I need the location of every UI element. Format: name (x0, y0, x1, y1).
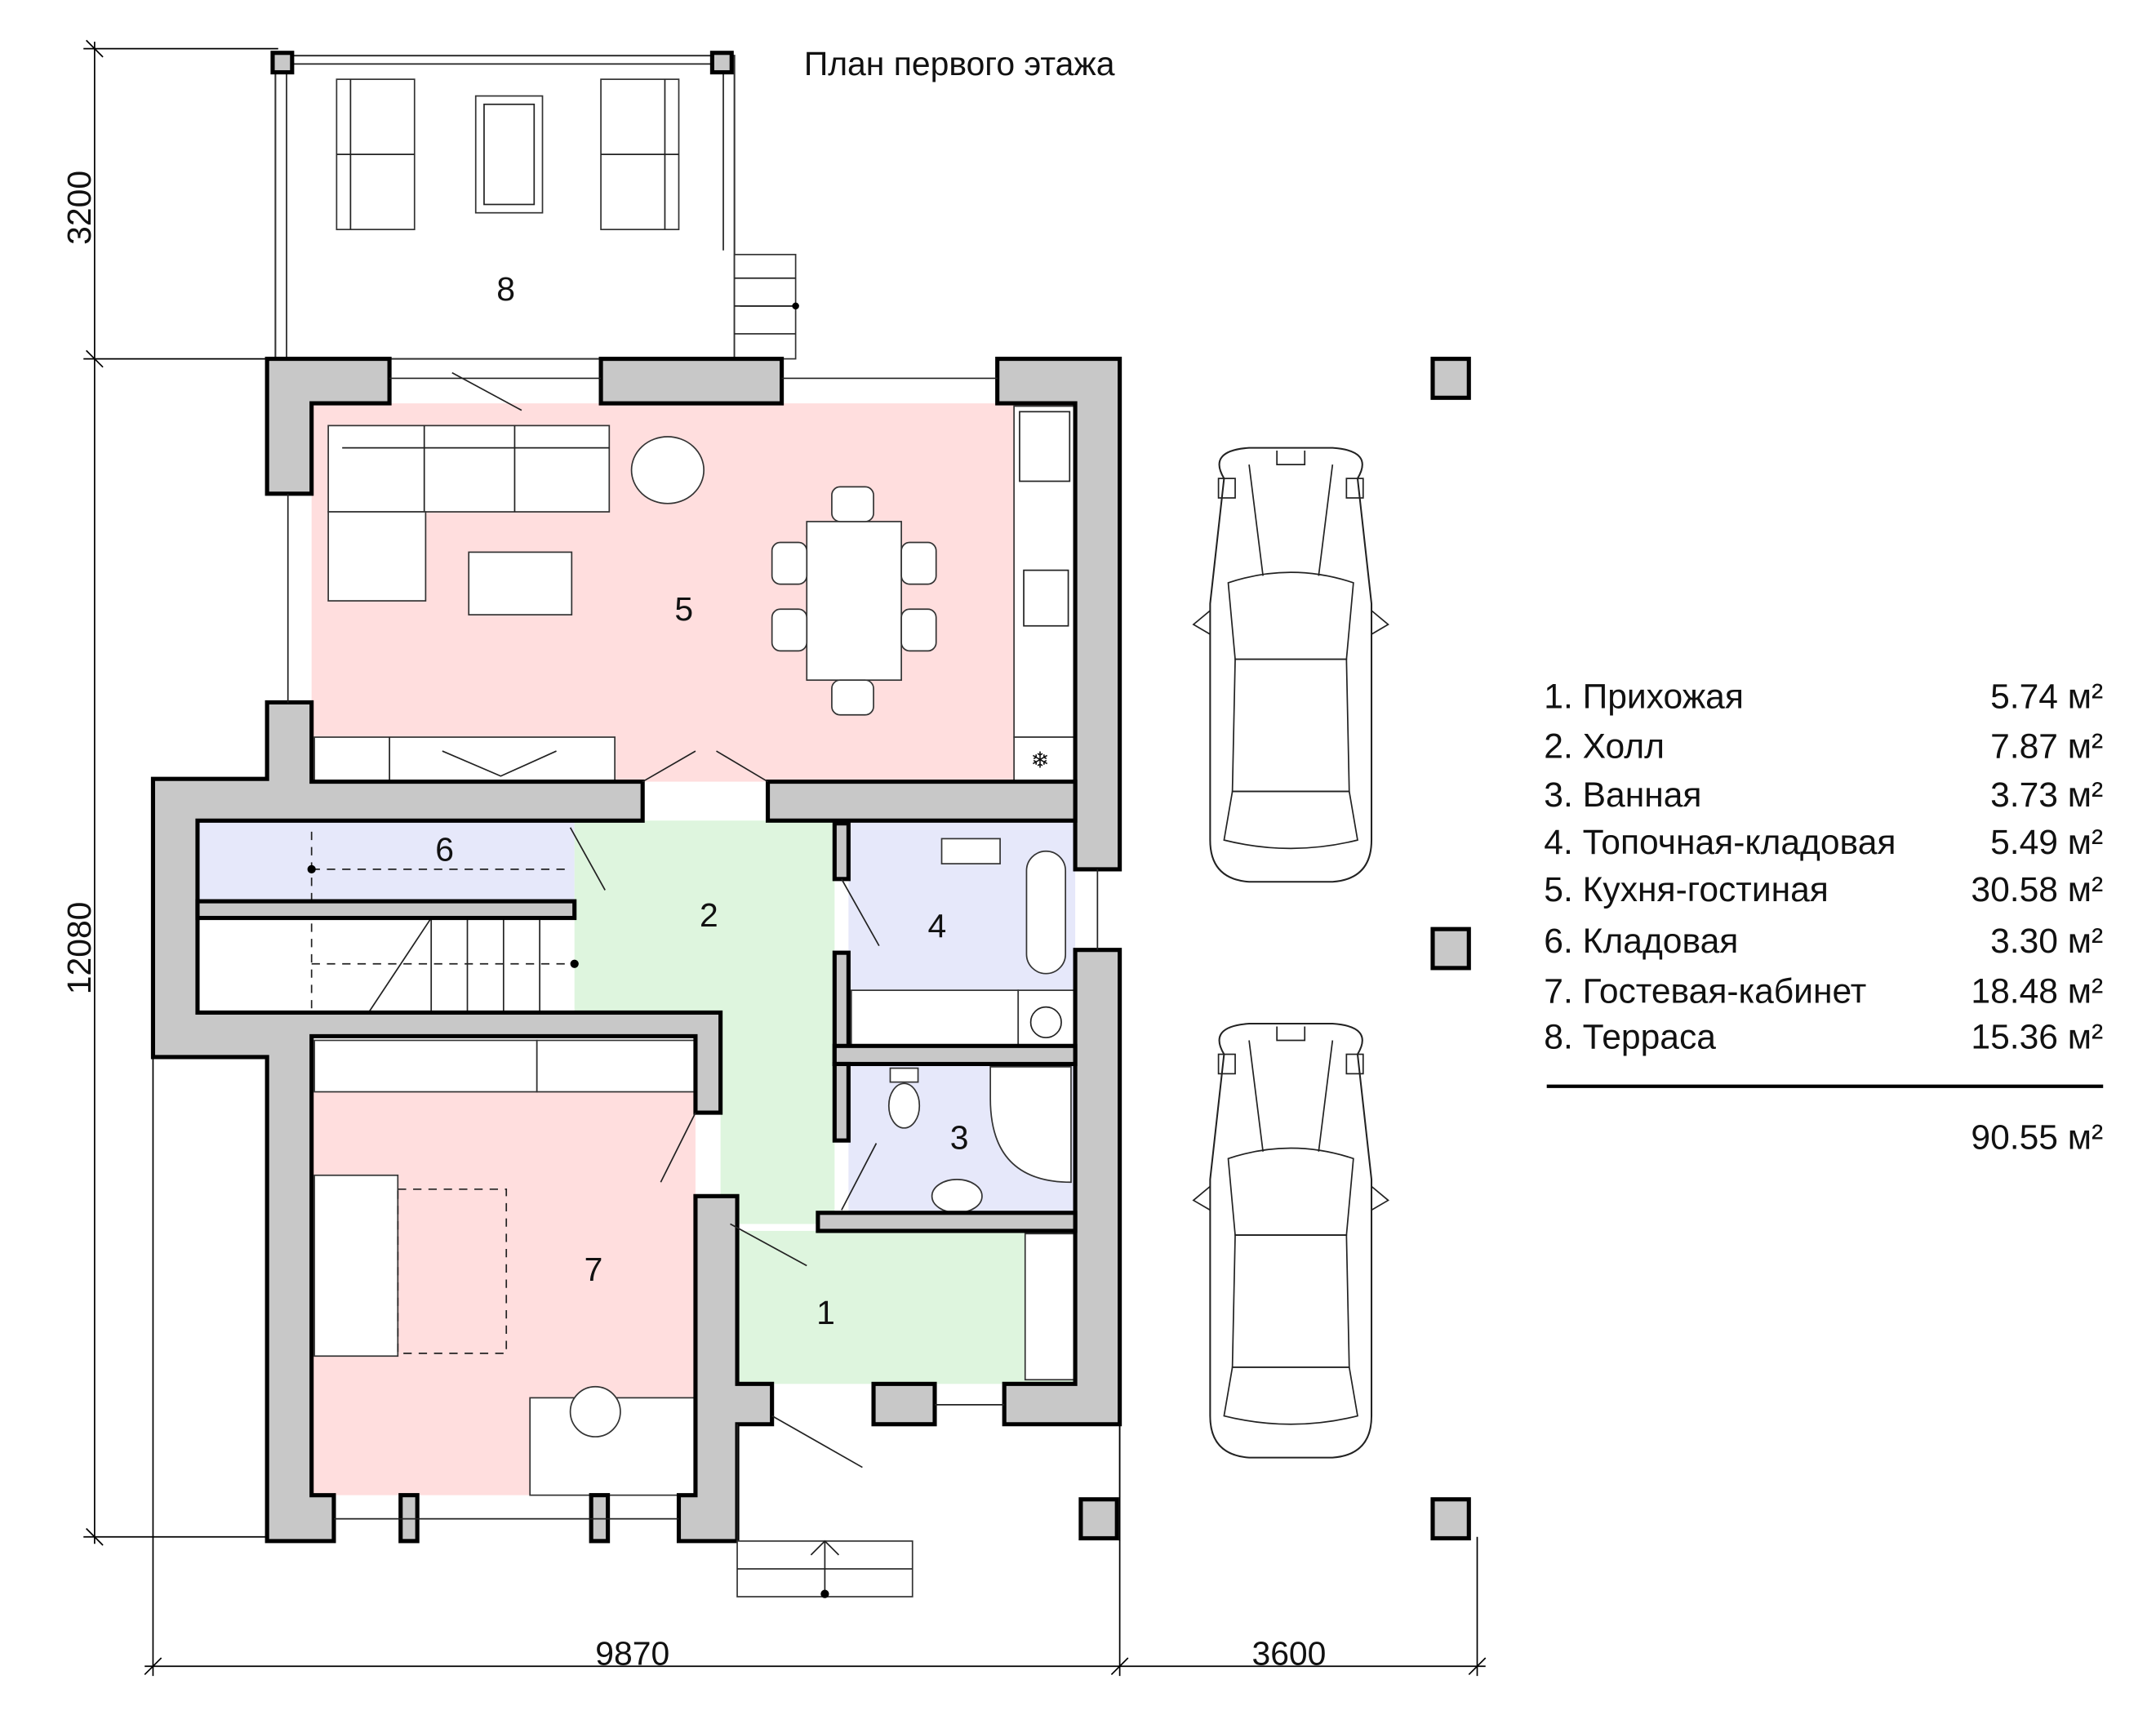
room-number: 3 (950, 1118, 969, 1156)
legend-room-name: 1. Прихожая (1544, 677, 1744, 716)
room-6-fill (197, 820, 575, 902)
room-number: 8 (496, 270, 515, 308)
legend-room-area: 30.58 м² (1971, 870, 2103, 909)
car (1192, 1023, 1389, 1459)
room-number: 7 (585, 1251, 603, 1288)
dimension-label: 9870 (595, 1635, 669, 1673)
legend-room-name: 8. Терраса (1544, 1018, 1716, 1057)
legend-room-area: 3.30 м² (1990, 922, 2103, 961)
parking-post (1430, 1497, 1471, 1541)
parking-post (1430, 926, 1471, 971)
legend-room-name: 4. Топочная-кладовая (1544, 823, 1896, 862)
room-legend: 1. Прихожая 5.74 м² 2. Холл 7.87 м² 3. В… (1544, 677, 2103, 1157)
legend-room-area: 5.74 м² (1990, 677, 2103, 716)
legend-room-name: 6. Кладовая (1544, 922, 1738, 961)
parking-post (1078, 1497, 1119, 1541)
room-number: 6 (435, 831, 454, 869)
parking-post (1430, 357, 1471, 400)
legend-room-area: 3.73 м² (1990, 775, 2103, 815)
room-number: 5 (674, 590, 693, 628)
legend-room-name: 2. Холл (1544, 727, 1665, 767)
dimension-lines (83, 39, 1487, 1677)
living-furniture: ❄ (313, 405, 1076, 783)
terrace (270, 51, 799, 360)
legend-room-name: 3. Ванная (1544, 775, 1701, 815)
car (1192, 447, 1389, 883)
dimension-label: 3600 (1251, 1635, 1326, 1673)
walls (150, 357, 1122, 1544)
legend-total-area: 90.55 м² (1971, 1118, 2103, 1157)
legend-room-area: 18.48 м² (1971, 971, 2103, 1011)
staircase (307, 831, 579, 1013)
room-number: 4 (927, 907, 946, 944)
room-1-fill (737, 1230, 1076, 1384)
parking (1078, 357, 1471, 1541)
entrance-steps (736, 1424, 1121, 1598)
room-number: 1 (816, 1294, 835, 1331)
legend-room-area: 15.36 м² (1971, 1018, 2103, 1057)
legend-room-area: 7.87 м² (1990, 727, 2103, 767)
legend-room-area: 5.49 м² (1990, 823, 2103, 862)
legend-room-name: 5. Кухня-гостиная (1544, 870, 1829, 909)
legend-room-name: 7. Гостевая-кабинет (1544, 971, 1866, 1011)
snowflake-icon: ❄ (1031, 748, 1050, 773)
dimension-label: 12080 (60, 902, 98, 995)
room-number: 2 (700, 896, 718, 934)
study-furniture (313, 1039, 696, 1496)
plan-title: План первого этажа (804, 45, 1115, 82)
terrace-table (474, 95, 544, 214)
dimension-label: 3200 (60, 171, 98, 245)
